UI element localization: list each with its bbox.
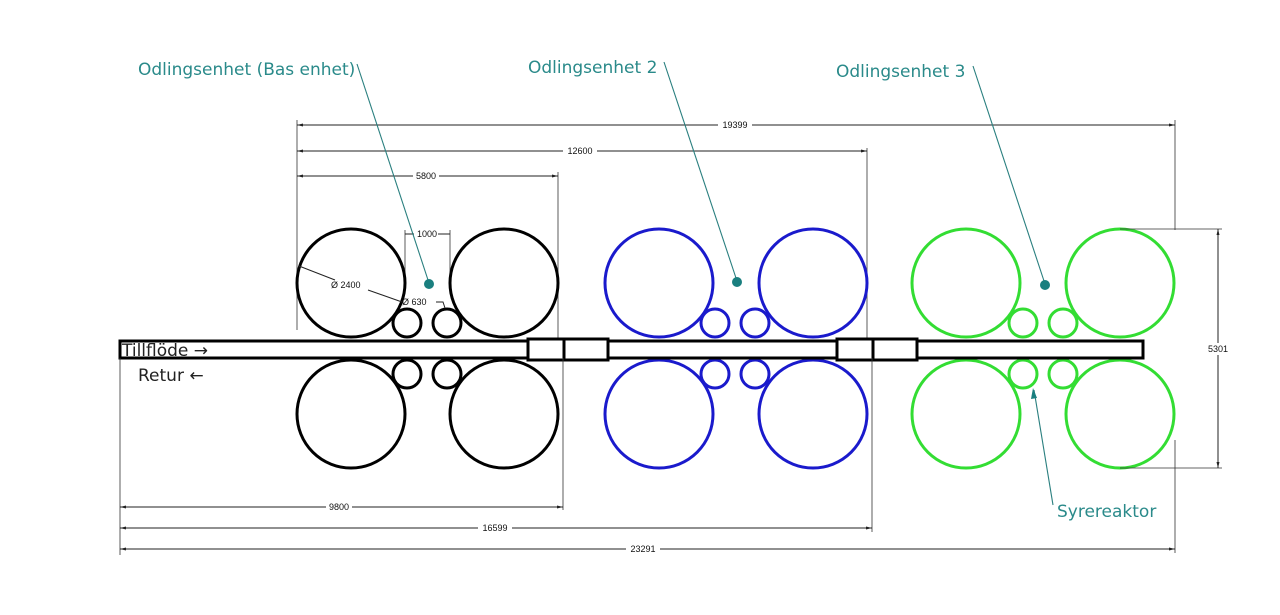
- callout-unit-3: Odlingsenhet 3: [836, 62, 1050, 290]
- inflow-label: Tillflöde →: [121, 341, 208, 361]
- tank-large: [757, 358, 869, 470]
- dim-label-12600: 12600: [567, 146, 592, 156]
- dimension-5301: 5301: [1120, 228, 1233, 469]
- return-label: Retur ←: [138, 366, 204, 386]
- tank-small: [1007, 307, 1039, 339]
- tank-small: [1047, 358, 1079, 390]
- diameter-2400: Ø 2400: [298, 265, 403, 303]
- unit-2-label: Odlingsenhet 2: [528, 58, 657, 78]
- dim-label-1000: 1000: [417, 229, 437, 239]
- tank-small: [699, 307, 731, 339]
- dim-label-19399: 19399: [722, 120, 747, 130]
- dim-label-5301: 5301: [1208, 344, 1228, 354]
- tank-large: [448, 227, 560, 339]
- pipe: [118, 337, 1145, 362]
- arrow-head-icon: [1031, 388, 1037, 399]
- marker-dot-icon: [1040, 280, 1050, 290]
- tank-small: [391, 358, 423, 390]
- unit-3-label: Odlingsenhet 3: [836, 62, 965, 82]
- dim-label-23291: 23291: [630, 544, 655, 554]
- diameter-630: Ø 630: [402, 297, 446, 309]
- dimension-16599: 16599: [120, 522, 872, 534]
- tank-large: [603, 227, 715, 339]
- tank-small: [739, 358, 771, 390]
- tank-small: [391, 307, 423, 339]
- dim-label-16599: 16599: [482, 523, 507, 533]
- tank-large: [757, 227, 869, 339]
- tank-large: [603, 358, 715, 470]
- dimension-9800: 9800: [120, 501, 563, 513]
- tank-small: [739, 307, 771, 339]
- marker-dot-icon: [732, 277, 742, 287]
- dim-label-2400: Ø 2400: [331, 280, 361, 290]
- tank-large: [295, 358, 407, 470]
- tank-small: [699, 358, 731, 390]
- acid-reactor-label: Syrereaktor: [1057, 502, 1156, 522]
- tank-small: [1007, 358, 1039, 390]
- dimension-1000: 1000: [404, 228, 451, 280]
- callout-unit-2: Odlingsenhet 2: [528, 58, 742, 287]
- dimension-12600: 12600: [297, 145, 868, 340]
- callout-unit-base: Odlingsenhet (Bas enhet): [138, 60, 434, 289]
- unit-3: [910, 227, 1176, 470]
- dim-label-9800: 9800: [329, 502, 349, 512]
- tank-large: [295, 227, 407, 339]
- dimension-5800: 5800: [297, 170, 559, 340]
- tank-large: [1064, 358, 1176, 470]
- marker-dot-icon: [424, 279, 434, 289]
- tank-large: [910, 227, 1022, 339]
- tank-large: [1064, 227, 1176, 339]
- unit-base: [295, 227, 560, 470]
- tank-small: [431, 358, 463, 390]
- callout-acid-reactor: Syrereaktor: [1031, 388, 1156, 522]
- dimension-23291: 23291: [120, 543, 1175, 555]
- tank-small: [1047, 307, 1079, 339]
- dim-label-630: Ø 630: [402, 297, 427, 307]
- tank-large: [448, 358, 560, 470]
- dim-label-5800: 5800: [416, 171, 436, 181]
- tank-large: [910, 358, 1022, 470]
- unit-base-label: Odlingsenhet (Bas enhet): [138, 60, 355, 80]
- unit-2: [603, 227, 869, 470]
- tank-small: [431, 307, 463, 339]
